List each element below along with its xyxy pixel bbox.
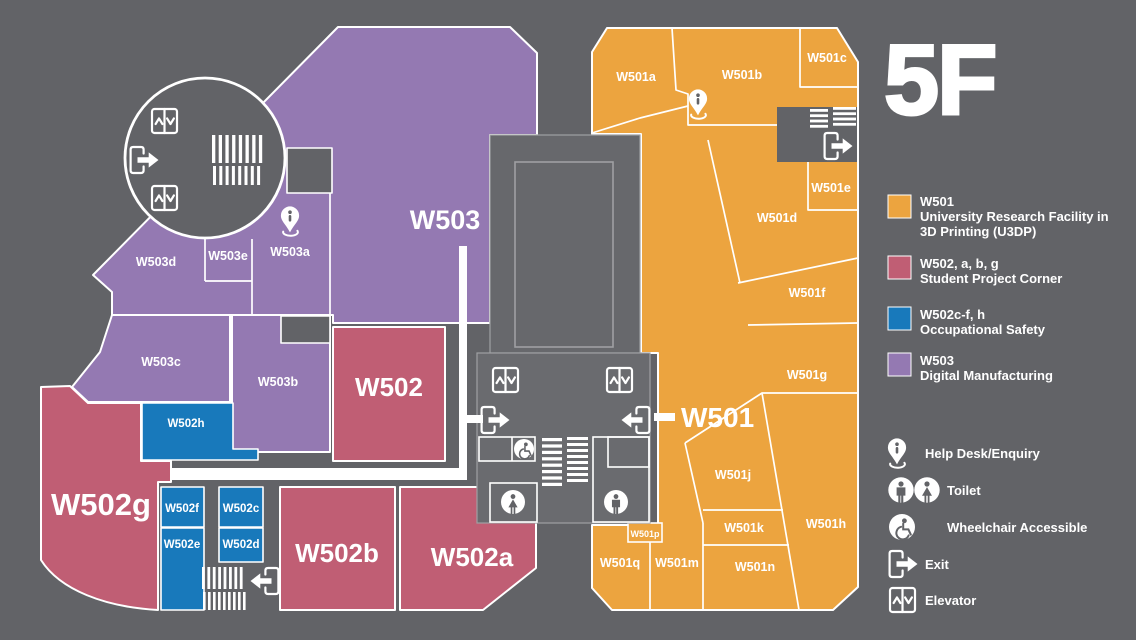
- label-w501k: W501k: [724, 521, 764, 535]
- label-w502d: W502d: [222, 539, 259, 551]
- legend-swatch-w502: [887, 255, 912, 280]
- stairs-topright-icon: [810, 107, 856, 128]
- legend-symbol-elevator: Elevator: [888, 586, 976, 614]
- legend-label-exit: Exit: [925, 557, 950, 572]
- room-w502d: [218, 527, 264, 563]
- legend-symbol-exit: Exit: [888, 549, 950, 579]
- central-void-inner: [514, 161, 614, 348]
- notch-upper: [286, 147, 333, 194]
- label-w503b: W503b: [258, 375, 299, 389]
- label-w501g: W501g: [787, 368, 827, 382]
- legend-area-w501: W501 University Research Facility in 3D …: [887, 194, 1109, 239]
- toilet-room-female: [489, 482, 538, 523]
- label-w501: W501: [681, 402, 754, 433]
- label-w501c: W501c: [807, 51, 847, 65]
- divider-w501ab-bottom: [591, 105, 777, 134]
- divider-w501j-left: [684, 442, 704, 524]
- toilet-room-male: [592, 436, 650, 523]
- accessible-toilet-room: [478, 436, 536, 462]
- stairs-lobby-icon: [212, 135, 263, 185]
- stairs-bottom-icon: [202, 567, 246, 610]
- label-w501b: W501b: [722, 68, 763, 82]
- floor-title: 5F: [884, 24, 996, 135]
- label-w501n: W501n: [735, 560, 775, 574]
- legend-label-helpdesk: Help Desk/Enquiry: [925, 446, 1041, 461]
- label-w501e: W501e: [811, 181, 851, 195]
- label-w503c: W503c: [141, 355, 181, 369]
- divider-w501j-h: [761, 392, 800, 611]
- legend-code-w503: W503: [920, 353, 954, 368]
- room-w501-main: [591, 27, 859, 611]
- legend-label-elevator: Elevator: [925, 593, 976, 608]
- divider-w501d-f: [737, 257, 859, 284]
- label-w502b: W502b: [295, 538, 379, 568]
- divider-w501c: [799, 28, 858, 88]
- divider-w501e: [807, 162, 858, 211]
- legend-symbol-helpdesk: Help Desk/Enquiry: [886, 437, 1041, 469]
- room-w502g: [40, 385, 172, 611]
- room-w502h: [141, 402, 259, 461]
- label-w501d: W501d: [757, 211, 797, 225]
- label-w502a: W502a: [431, 542, 514, 572]
- label-w501m: W501m: [655, 556, 699, 570]
- legend-desc-w502: Student Project Corner: [920, 271, 1062, 286]
- legend-symbol-wheelchair: Wheelchair Accessible: [889, 514, 1087, 541]
- central-void: [489, 134, 641, 354]
- legend-desc-w501-1: University Research Facility in: [920, 209, 1109, 224]
- label-w501q: W501q: [600, 556, 640, 570]
- room-w502b: [279, 486, 396, 611]
- label-w501j: W501j: [715, 468, 751, 482]
- legend-swatch-w502cfh: [887, 306, 912, 331]
- notch-w503b: [280, 315, 331, 344]
- legend-area-w502: W502, a, b, g Student Project Corner: [887, 255, 1062, 286]
- legend-desc-w502cfh: Occupational Safety: [920, 322, 1046, 337]
- legend-swatch-w501: [887, 194, 912, 219]
- legend-label-wheelchair: Wheelchair Accessible: [947, 520, 1087, 535]
- room-w502c: [218, 486, 264, 528]
- legend-area-w502cfh: W502c-f, h Occupational Safety: [887, 306, 1046, 337]
- legend-desc-w501-2: 3D Printing (U3DP): [920, 224, 1036, 239]
- label-w503d: W503d: [136, 255, 176, 269]
- label-w501a: W501a: [616, 70, 657, 84]
- room-w502f: [160, 486, 205, 528]
- label-w502e: W502e: [164, 539, 200, 551]
- label-w502g: W502g: [51, 487, 151, 522]
- label-w503: W503: [410, 205, 481, 235]
- legend-label-toilet: Toilet: [947, 483, 981, 498]
- label-w502: W502: [355, 372, 423, 402]
- legend-code-w502: W502, a, b, g: [920, 256, 999, 271]
- label-w502f: W502f: [165, 503, 199, 515]
- w501-callout-dash: [654, 413, 675, 421]
- legend-swatch-w503: [887, 352, 912, 377]
- room-w502: [332, 326, 446, 462]
- stairs-core-icon: [542, 437, 588, 486]
- label-w503e: W503e: [208, 249, 248, 263]
- label-w502c: W502c: [223, 503, 260, 515]
- legend-code-w502cfh: W502c-f, h: [920, 307, 985, 322]
- label-w501h: W501h: [806, 517, 846, 531]
- legend-code-w501: W501: [920, 194, 954, 209]
- walk-route: [170, 246, 483, 480]
- label-w503a: W503a: [270, 245, 311, 259]
- label-w501f: W501f: [789, 286, 827, 300]
- legend-area-w503: W503 Digital Manufacturing: [887, 352, 1053, 383]
- divider-w501d-left: [707, 139, 741, 284]
- label-w501p: W501p: [630, 529, 660, 539]
- label-w502h: W502h: [167, 418, 204, 430]
- divider-w501f-g: [747, 322, 858, 326]
- divider-w501a-b: [671, 27, 689, 106]
- legend-symbol-toilet: Toilet: [888, 477, 981, 503]
- legend-desc-w503: Digital Manufacturing: [920, 368, 1053, 383]
